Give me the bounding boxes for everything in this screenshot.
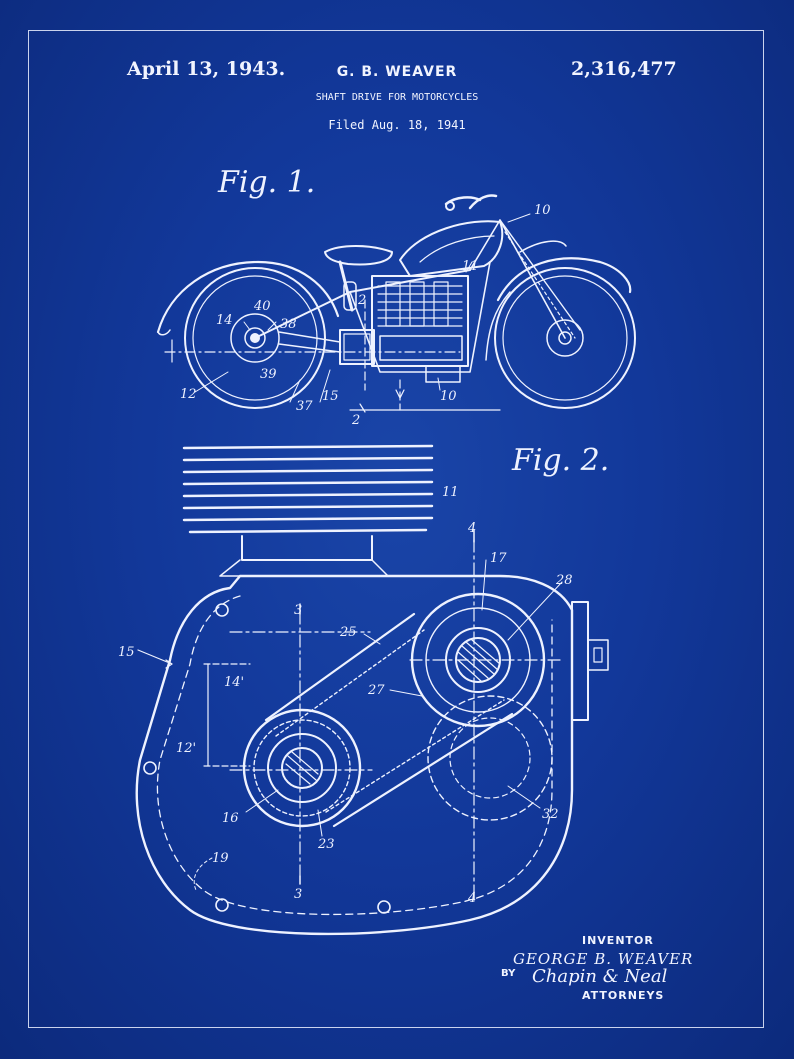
section-2-top: 2	[357, 293, 366, 308]
front-fender	[496, 257, 632, 302]
patent-date: April 13, 1943.	[127, 58, 286, 80]
section-4-bottom: 4	[467, 891, 476, 906]
lower-sprocket-hidden	[427, 695, 553, 821]
section-3-bottom: 3	[294, 887, 302, 902]
fig1-label: Fig. 1.	[217, 165, 315, 200]
ref-11: 11	[462, 259, 479, 274]
rear-wheel-tire	[184, 267, 326, 409]
rear-wheel-hub	[230, 313, 280, 363]
ref-14-prime: 14'	[224, 675, 244, 690]
attorneys-signature: Chapin & Neal	[532, 966, 668, 987]
patent-title: SHAFT DRIVE FOR MOTORCYCLES	[315, 92, 479, 103]
fig1-motorcycle: Fig. 1.	[156, 165, 636, 428]
filed-date: Filed Aug. 18, 1941	[328, 118, 466, 132]
chain-upper	[264, 612, 416, 722]
gear-case	[339, 329, 375, 365]
seat	[324, 245, 393, 266]
section-3-top: 3	[294, 603, 302, 618]
page-border	[28, 30, 764, 1028]
ref-27: 27	[367, 683, 385, 698]
section-2-bottom: 2	[351, 413, 360, 428]
ref-40: 40	[253, 299, 271, 314]
fig2-label: Fig. 2.	[511, 443, 609, 478]
upper-sprocket	[410, 592, 546, 728]
ref-32: 32	[542, 807, 559, 822]
fuel-tank	[399, 220, 504, 277]
rear-fender	[156, 260, 340, 334]
inventor-heading: G. B. WEAVER	[336, 64, 458, 80]
cylinder-fins	[182, 444, 434, 534]
ref-38: 38	[280, 317, 297, 332]
by-label: BY	[501, 968, 516, 979]
drive-shaft	[278, 331, 341, 343]
side-box	[571, 601, 589, 721]
ref-17: 17	[490, 551, 507, 566]
inventor-label: INVENTOR	[582, 934, 654, 947]
section-4-top: 4	[467, 521, 476, 536]
seat-spring	[343, 281, 357, 311]
attorneys-label: ATTORNEYS	[582, 989, 665, 1002]
front-wheel-tire	[494, 267, 636, 409]
housing-bolts	[143, 603, 391, 914]
ref-28: 28	[555, 573, 573, 588]
engine	[371, 275, 469, 383]
ref-12-prime: 12'	[176, 741, 196, 756]
ref-37: 37	[296, 399, 313, 414]
handlebar	[468, 194, 498, 210]
chain-lower	[332, 712, 514, 828]
ref-12: 12	[180, 387, 197, 402]
ref-15: 15	[322, 389, 339, 404]
ref-19: 19	[212, 851, 229, 866]
inventor-signature: GEORGE B. WEAVER	[513, 950, 694, 968]
ref-14: 14	[216, 313, 233, 328]
ref-16: 16	[222, 811, 239, 826]
ref-23: 23	[317, 837, 335, 852]
ref-11-fig2: 11	[442, 485, 459, 500]
ref-15-fig2: 15	[118, 645, 135, 660]
small-sprocket	[242, 708, 362, 828]
fig2-chain-drive: Fig. 2.	[118, 443, 609, 936]
ref-39: 39	[260, 367, 277, 382]
patent-number: 2,316,477	[571, 58, 677, 80]
ref-10-lower: 10	[440, 389, 457, 404]
ref-10: 10	[534, 203, 551, 218]
ref-25: 25	[339, 625, 357, 640]
front-wheel-hub	[546, 319, 584, 357]
